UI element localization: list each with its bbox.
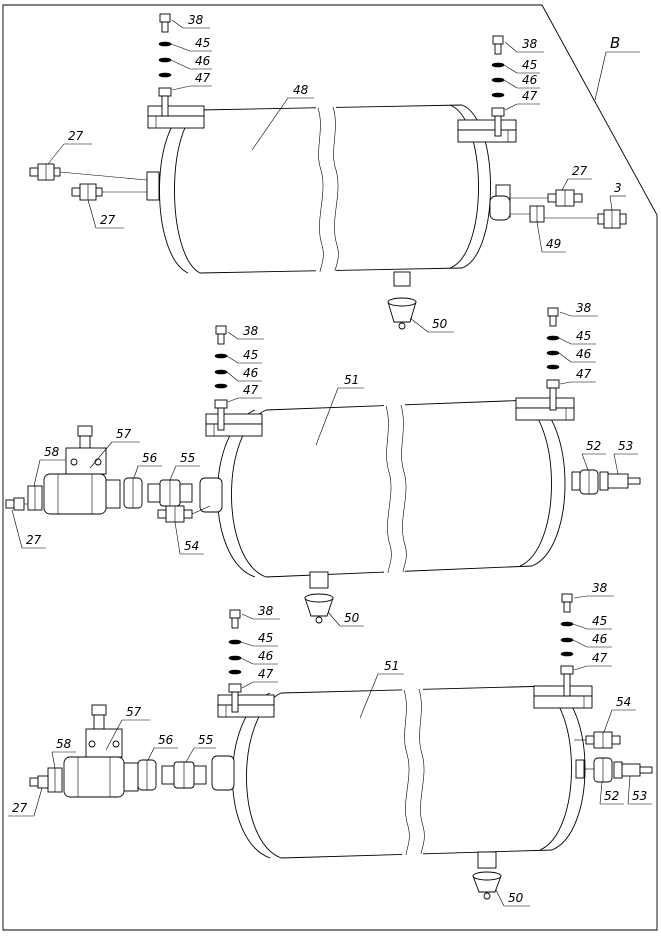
label-54-lower: 54 [616, 695, 631, 709]
fitting-52-lower [575, 757, 613, 783]
left-mount-bracket-lower [217, 694, 275, 718]
label-58-lower: 58 [56, 737, 72, 751]
label-27-upper-top-left: 27 [68, 129, 84, 143]
label-38-middle-right: 38 [576, 301, 592, 315]
label-46-lower-left: 46 [258, 649, 274, 663]
right-port-boss [489, 184, 511, 221]
left-mount-bracket-middle [205, 413, 263, 437]
right-mount-bracket-middle [515, 397, 575, 421]
label-27-upper-right: 27 [572, 164, 588, 178]
fitting-53-middle [599, 471, 641, 491]
label-46-upper-left: 46 [195, 54, 211, 68]
view-label-leader [594, 51, 607, 101]
label-46-middle-right: 46 [576, 347, 592, 361]
left-bolt-stack [158, 13, 172, 117]
label-45-lower-right: 45 [592, 614, 607, 628]
label-54-middle: 54 [184, 539, 199, 553]
view-label: B [610, 34, 620, 52]
label-49-upper: 49 [546, 237, 561, 251]
label-45-upper-right: 45 [522, 58, 537, 72]
label-38-middle-left: 38 [243, 324, 259, 338]
label-46-middle-left: 46 [243, 366, 259, 380]
label-56-lower: 56 [158, 733, 174, 747]
label-53-middle: 53 [618, 439, 633, 453]
adapter-49 [510, 205, 545, 223]
label-55-lower: 55 [198, 733, 213, 747]
nut-56-lower [137, 759, 157, 791]
fitting-3 [544, 209, 627, 229]
label-27-upper-bottom-left: 27 [100, 213, 116, 227]
nut-58-middle [27, 485, 43, 511]
label-52-middle: 52 [586, 439, 601, 453]
label-27-middle: 27 [26, 533, 42, 547]
label-47-lower-left: 47 [258, 667, 274, 681]
receiver-51-middle [217, 395, 566, 580]
label-38-upper-left: 38 [188, 13, 204, 27]
fitting-27-lower [29, 775, 49, 789]
label-50-upper: 50 [432, 317, 448, 331]
right-mount-bracket [457, 119, 517, 143]
right-mount-bracket-lower [533, 685, 593, 709]
connector-55-middle [147, 479, 193, 507]
nut-56-middle [123, 477, 143, 509]
fitting-27-right [510, 189, 583, 207]
label-47-upper-right: 47 [522, 89, 538, 103]
label-57-middle: 57 [116, 427, 132, 441]
receiver-48 [159, 100, 491, 280]
lower-assembly: 51 38 45 46 47 [8, 581, 653, 907]
middle-assembly: 51 38 45 46 47 [5, 301, 641, 627]
label-47-middle-left: 47 [243, 383, 259, 397]
right-bolt-stack-middle [546, 307, 560, 411]
label-38-upper-right: 38 [522, 37, 538, 51]
label-45-middle-left: 45 [243, 348, 258, 362]
left-mount-bracket [147, 105, 205, 129]
valve-57-lower [63, 704, 139, 798]
fitting-27-bottom-left [71, 183, 147, 201]
label-57-lower: 57 [126, 705, 142, 719]
label-38-lower-left: 38 [258, 604, 274, 618]
left-bolt-stack-lower [228, 609, 242, 713]
label-51-lower: 51 [384, 659, 399, 673]
fitting-53-lower [613, 761, 653, 779]
right-bolt-stack [491, 35, 505, 137]
label-48: 48 [293, 83, 309, 97]
valve-57-middle [43, 425, 121, 515]
sheet-border [2, 4, 658, 931]
label-45-middle-right: 45 [576, 329, 591, 343]
upper-assembly: 48 38 45 46 47 [29, 13, 627, 333]
drain-valve-50-middle [304, 571, 334, 624]
receiver-51-lower [232, 680, 586, 862]
label-58-middle: 58 [44, 445, 60, 459]
label-27-lower: 27 [12, 801, 28, 815]
label-56-middle: 56 [142, 451, 158, 465]
label-50-lower: 50 [508, 891, 524, 905]
left-bolt-stack-middle [214, 325, 228, 431]
label-55-middle: 55 [180, 451, 195, 465]
fitting-52-middle [571, 469, 599, 495]
label-38-lower-right: 38 [592, 581, 608, 595]
label-46-lower-right: 46 [592, 632, 608, 646]
label-47-middle-right: 47 [576, 367, 592, 381]
label-46-upper-right: 46 [522, 73, 538, 87]
label-45-upper-left: 45 [195, 36, 210, 50]
label-50-middle: 50 [344, 611, 360, 625]
label-51-middle: 51 [344, 373, 359, 387]
drain-valve-50-lower [472, 851, 502, 900]
left-port-boss [146, 171, 160, 201]
fitting-27-top-left [29, 163, 148, 181]
fitting-27-middle [5, 497, 28, 511]
right-bolt-stack-lower [560, 593, 574, 697]
label-47-lower-right: 47 [592, 651, 608, 665]
label-52-lower: 52 [604, 789, 619, 803]
nut-58-lower [47, 767, 63, 793]
drain-valve-50-upper [387, 271, 417, 330]
label-53-lower: 53 [632, 789, 647, 803]
connector-55-lower [161, 761, 207, 789]
label-3-upper: 3 [614, 181, 622, 195]
fitting-54-lower [211, 731, 621, 791]
label-45-lower-left: 45 [258, 631, 273, 645]
label-47-upper-left: 47 [195, 71, 211, 85]
